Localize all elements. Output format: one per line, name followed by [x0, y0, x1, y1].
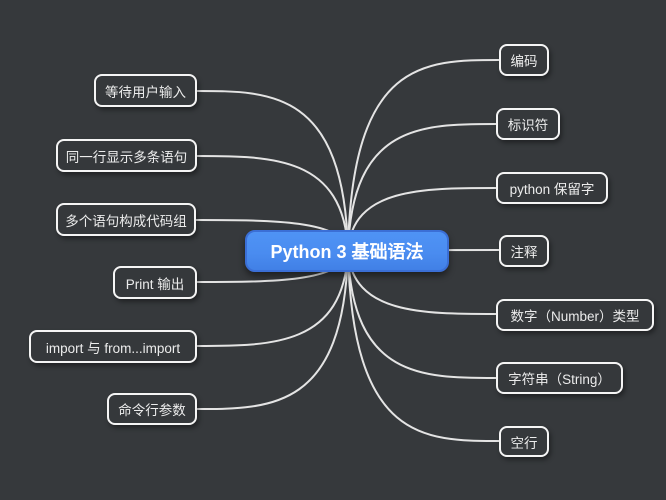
node-label: 标识符: [507, 118, 549, 133]
node-encoding[interactable]: 编码: [499, 44, 549, 76]
node-label: Print 输出: [125, 276, 185, 292]
node-python-keywords[interactable]: python 保留字: [496, 172, 608, 204]
node-label: python 保留字: [509, 182, 595, 197]
node-label: 数字（Number）类型: [510, 309, 640, 324]
connector-wait-user-input: [196, 90, 349, 252]
node-multiple-statements-one-line[interactable]: 同一行显示多条语句: [56, 139, 197, 172]
node-label: 命令行参数: [118, 403, 186, 418]
node-number-type[interactable]: 数字（Number）类型: [496, 299, 654, 331]
node-label: 等待用户输入: [105, 84, 186, 100]
node-import[interactable]: import 与 from...import: [29, 330, 197, 363]
node-wait-user-input[interactable]: 等待用户输入: [94, 74, 197, 107]
center-node-python3-basic-syntax[interactable]: Python 3 基础语法: [245, 230, 449, 272]
node-comments[interactable]: 注释: [499, 235, 549, 267]
node-label: 字符串（String）: [508, 372, 611, 387]
node-label: 同一行显示多条语句: [65, 149, 188, 165]
node-command-line-args[interactable]: 命令行参数: [107, 393, 197, 425]
connector-encoding: [347, 59, 500, 252]
connector-multiple-statements-one-line: [196, 155, 349, 252]
node-label: 编码: [510, 54, 538, 69]
node-statement-groups[interactable]: 多个语句构成代码组: [56, 203, 196, 236]
center-node-label: Python 3 基础语法: [270, 242, 424, 262]
connector-string-type: [347, 250, 497, 379]
node-blank-line[interactable]: 空行: [499, 426, 549, 457]
node-print-output[interactable]: Print 输出: [113, 266, 197, 299]
connector-command-line-args: [196, 250, 349, 410]
connector-blank-line: [347, 250, 500, 442]
node-label: 多个语句构成代码组: [65, 213, 187, 229]
node-label: 注释: [510, 245, 538, 260]
node-label: 空行: [510, 435, 538, 451]
node-string-type[interactable]: 字符串（String）: [496, 362, 623, 394]
node-label: import 与 from...import: [45, 340, 181, 356]
connector-import: [196, 250, 349, 347]
connector-identifiers: [347, 123, 497, 252]
node-identifiers[interactable]: 标识符: [496, 108, 560, 140]
